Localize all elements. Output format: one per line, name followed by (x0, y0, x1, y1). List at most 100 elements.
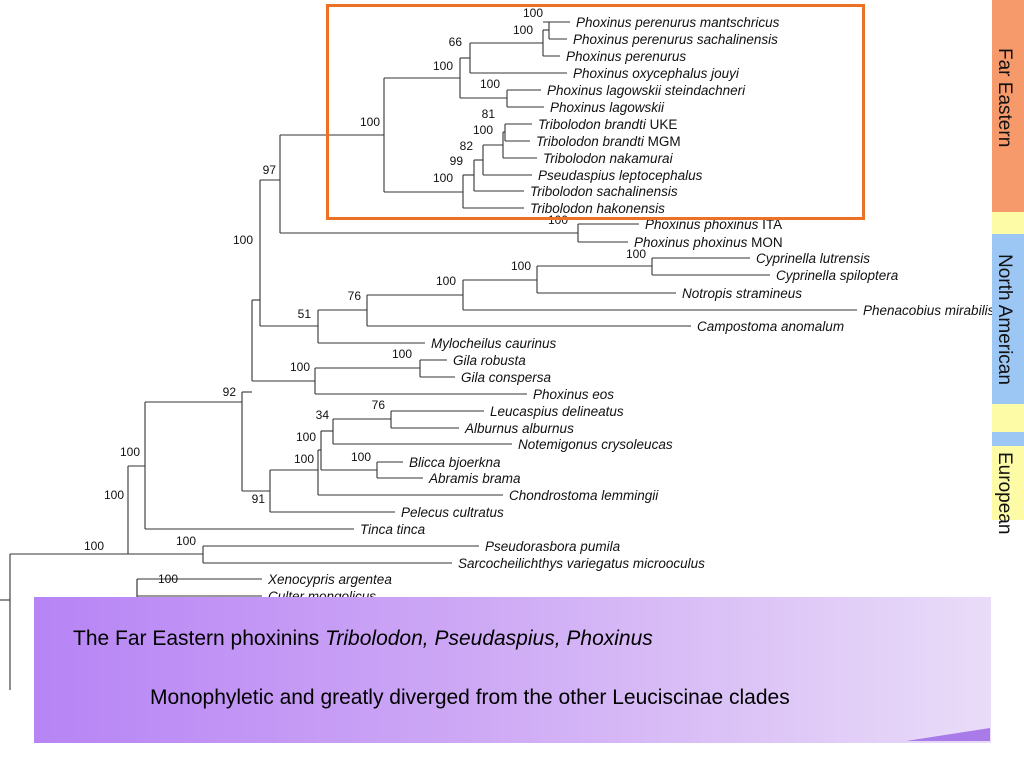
taxon-label: Pseudorasbora pumila (485, 539, 621, 554)
region-bar-north-american (992, 234, 1024, 404)
taxon-species: Xenocypris argentea (267, 572, 392, 587)
region-label-european: European (994, 452, 1015, 535)
taxon-population-code: MGM (644, 134, 681, 149)
taxon-label: Campostoma anomalum (697, 319, 844, 334)
taxon-label: Tribolodon brandti UKE (538, 117, 677, 132)
taxon-species: Cyprinella lutrensis (756, 251, 870, 266)
far-eastern-clade-highlight (326, 4, 865, 220)
taxon-label: Alburnus alburnus (464, 421, 574, 436)
taxon-label: Cyprinella spiloptera (776, 268, 899, 283)
taxon-label: Tribolodon nakamurai (543, 151, 674, 166)
taxon-species: Phoxinus phoxinus (645, 217, 759, 232)
taxon-label: Phoxinus lagowskii (550, 100, 665, 115)
taxon-species: Cyprinella spiloptera (776, 268, 899, 283)
taxon-label: Phenacobius mirabilis (863, 303, 995, 318)
taxon-label: Tinca tinca (360, 522, 426, 537)
support-value: 76 (372, 398, 386, 412)
taxon-label: Xenocypris argentea (267, 572, 392, 587)
taxon-species: Phoxinus eos (533, 387, 614, 402)
taxon-label: Phoxinus perenurus sachalinensis (573, 32, 778, 47)
taxon-species: Phoxinus perenurus sachalinensis (573, 32, 778, 47)
taxon-label: Phoxinus phoxinus ITA (645, 217, 782, 232)
region-label-far-eastern: Far Eastern (994, 48, 1015, 148)
support-value: 100 (158, 572, 178, 586)
taxon-species: Sarcocheilichthys variegatus microoculus (458, 556, 705, 571)
taxon-label: Pseudaspius leptocephalus (538, 168, 703, 183)
taxon-species: Blicca bjoerkna (409, 455, 501, 470)
support-value: 100 (513, 23, 533, 37)
support-value: 100 (360, 115, 380, 129)
support-value: 100 (626, 247, 646, 261)
support-value: 100 (104, 488, 124, 502)
region-bar-yellow-gap (992, 404, 1024, 432)
support-value: 100 (523, 6, 543, 20)
region-bar-european (992, 446, 1024, 520)
taxon-label: Tribolodon brandti MGM (536, 134, 681, 149)
support-value: 91 (252, 492, 266, 506)
taxon-species: Phoxinus lagowskii steindachneri (547, 83, 746, 98)
support-value: 100 (473, 123, 493, 137)
taxon-species: Notemigonus crysoleucas (518, 437, 673, 452)
callout-box (34, 597, 991, 743)
taxon-species: Tribolodon sachalinensis (530, 184, 678, 199)
support-value: 100 (351, 450, 371, 464)
taxon-label: Abramis brama (428, 471, 521, 486)
support-value: 100 (290, 360, 310, 374)
taxon-species: Campostoma anomalum (697, 319, 844, 334)
taxon-label: Phoxinus oxycephalus jouyi (573, 66, 740, 81)
support-value: 100 (511, 259, 531, 273)
taxon-species: Phoxinus phoxinus (634, 235, 748, 250)
support-value: 100 (548, 213, 568, 227)
taxon-species: Phenacobius mirabilis (863, 303, 995, 318)
taxon-label: Chondrostoma lemmingii (509, 488, 659, 503)
taxon-label: Phoxinus eos (533, 387, 614, 402)
taxon-population-code: MON (747, 235, 782, 250)
taxon-species: Tinca tinca (360, 522, 426, 537)
taxon-label: Notropis stramineus (682, 286, 802, 301)
taxon-label: Notemigonus crysoleucas (518, 437, 673, 452)
taxon-species: Phoxinus perenurus (566, 49, 686, 64)
taxon-label: Tribolodon sachalinensis (530, 184, 678, 199)
taxon-label: Phoxinus phoxinus MON (634, 235, 783, 250)
taxon-label: Pelecus cultratus (401, 505, 504, 520)
region-bar-spacer-yellow (992, 212, 1024, 234)
support-value: 82 (460, 139, 474, 153)
region-bar-blue-gap (992, 432, 1024, 446)
taxon-population-code: UKE (646, 117, 678, 132)
callout-prefix: The Far Eastern phoxinins (73, 627, 326, 650)
callout-line-2: Monophyletic and greatly diverged from t… (150, 686, 790, 709)
taxon-species: Tribolodon nakamurai (543, 151, 674, 166)
taxon-label: Phoxinus perenurus (566, 49, 686, 64)
support-value: 51 (298, 307, 312, 321)
callout-genera: Tribolodon, Pseudaspius, Phoxinus (325, 627, 653, 650)
support-value: 100 (120, 445, 140, 459)
taxon-species: Chondrostoma lemmingii (509, 488, 659, 503)
taxon-species: Abramis brama (428, 471, 521, 486)
callout-line-1: The Far Eastern phoxinins Tribolodon, Ps… (73, 627, 653, 651)
taxon-species: Pseudaspius leptocephalus (538, 168, 703, 183)
taxon-label: Cyprinella lutrensis (756, 251, 870, 266)
taxon-species: Mylocheilus caurinus (431, 336, 557, 351)
taxon-label: Phoxinus perenurus mantschricus (576, 15, 780, 30)
taxon-species: Phoxinus oxycephalus jouyi (573, 66, 740, 81)
taxon-species: Pelecus cultratus (401, 505, 504, 520)
taxon-label: Gila robusta (453, 353, 526, 368)
support-value: 100 (436, 274, 456, 288)
taxon-label: Mylocheilus caurinus (431, 336, 557, 351)
taxon-species: Leucaspius delineatus (490, 404, 624, 419)
taxon-species: Phoxinus lagowskii (550, 100, 665, 115)
taxon-label: Tribolodon hakonensis (530, 201, 665, 216)
support-value: 100 (296, 430, 316, 444)
support-value: 100 (294, 452, 314, 466)
taxon-species: Gila conspersa (461, 370, 552, 385)
support-value: 81 (482, 107, 496, 121)
taxon-species: Alburnus alburnus (464, 421, 574, 436)
taxon-species: Tribolodon brandti (536, 134, 645, 149)
taxon-species: Tribolodon hakonensis (530, 201, 665, 216)
taxon-label: Gila conspersa (461, 370, 552, 385)
support-value: 100 (433, 171, 453, 185)
taxon-population-code: ITA (758, 217, 782, 232)
region-bar-far-eastern (992, 0, 1024, 212)
region-label-north-american: North American (994, 254, 1015, 385)
taxon-species: Pseudorasbora pumila (485, 539, 621, 554)
